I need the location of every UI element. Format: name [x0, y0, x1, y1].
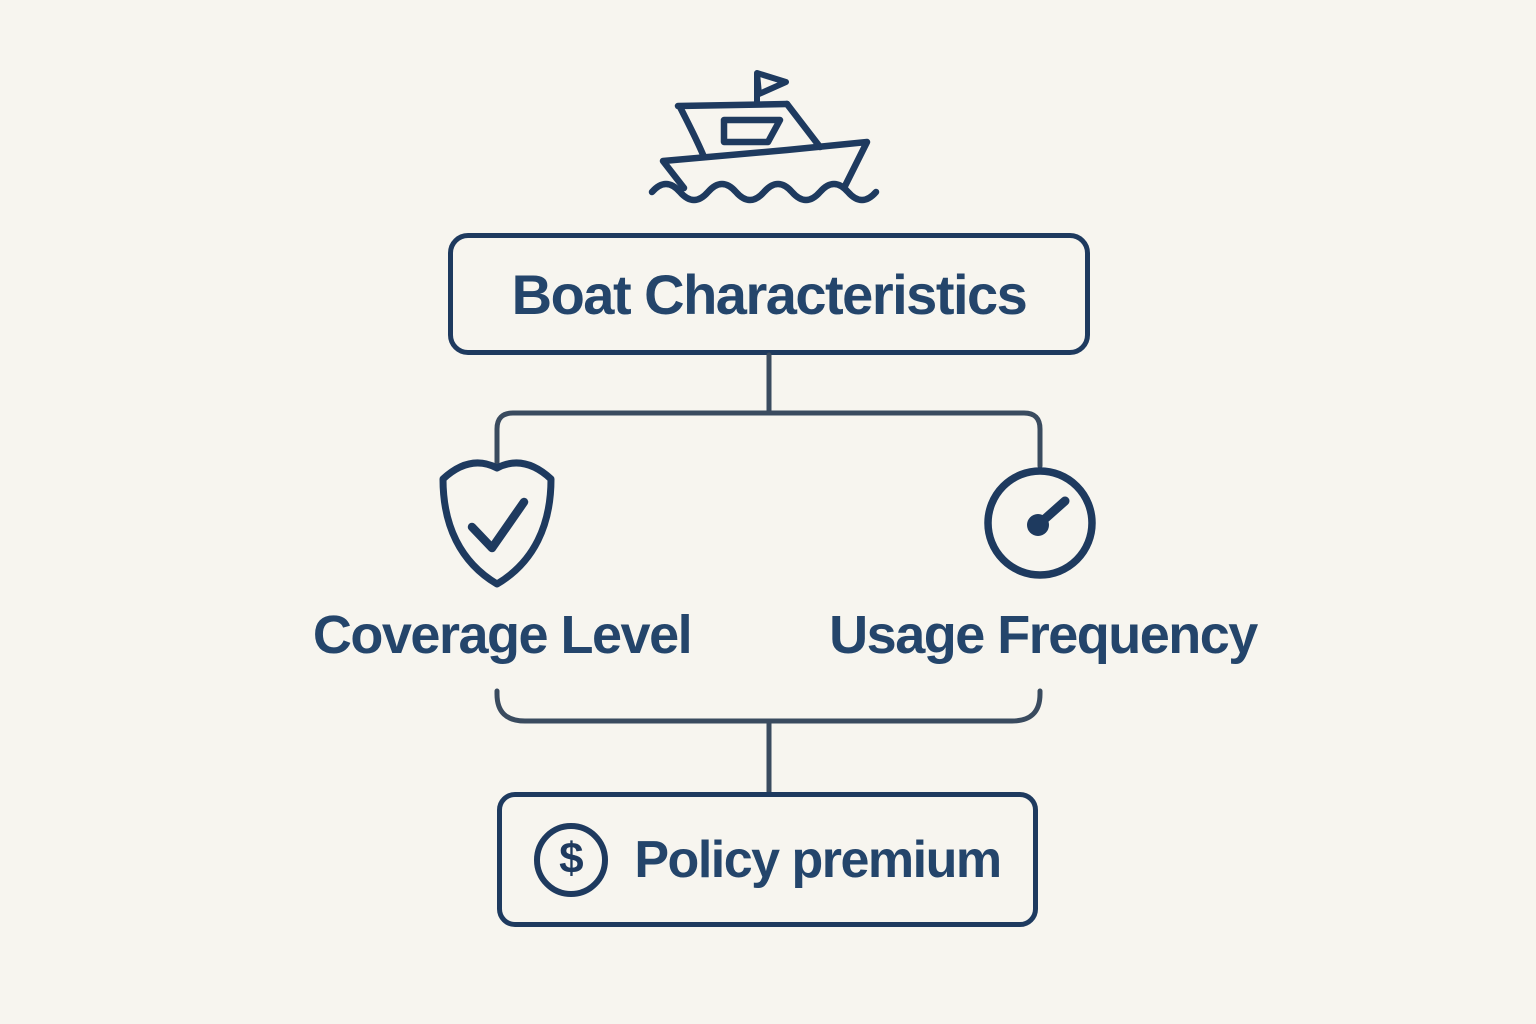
shield-check-icon: [439, 459, 555, 588]
boat-characteristics-label: Boat Characteristics: [511, 262, 1028, 326]
check-mark: [467, 497, 529, 553]
boat-icon: [648, 70, 880, 204]
policy-premium-label: Policy premium: [634, 830, 1002, 889]
boat-characteristics-box: Boat Characteristics: [448, 233, 1090, 355]
usage-frequency-label: Usage Frequency: [829, 605, 1258, 665]
policy-premium-box: $ Policy premium: [497, 792, 1038, 927]
dollar-symbol: $: [559, 833, 584, 883]
dollar-icon: $: [534, 822, 609, 897]
gauge-icon: [984, 467, 1096, 579]
coverage-level-label: Coverage Level: [312, 605, 693, 665]
